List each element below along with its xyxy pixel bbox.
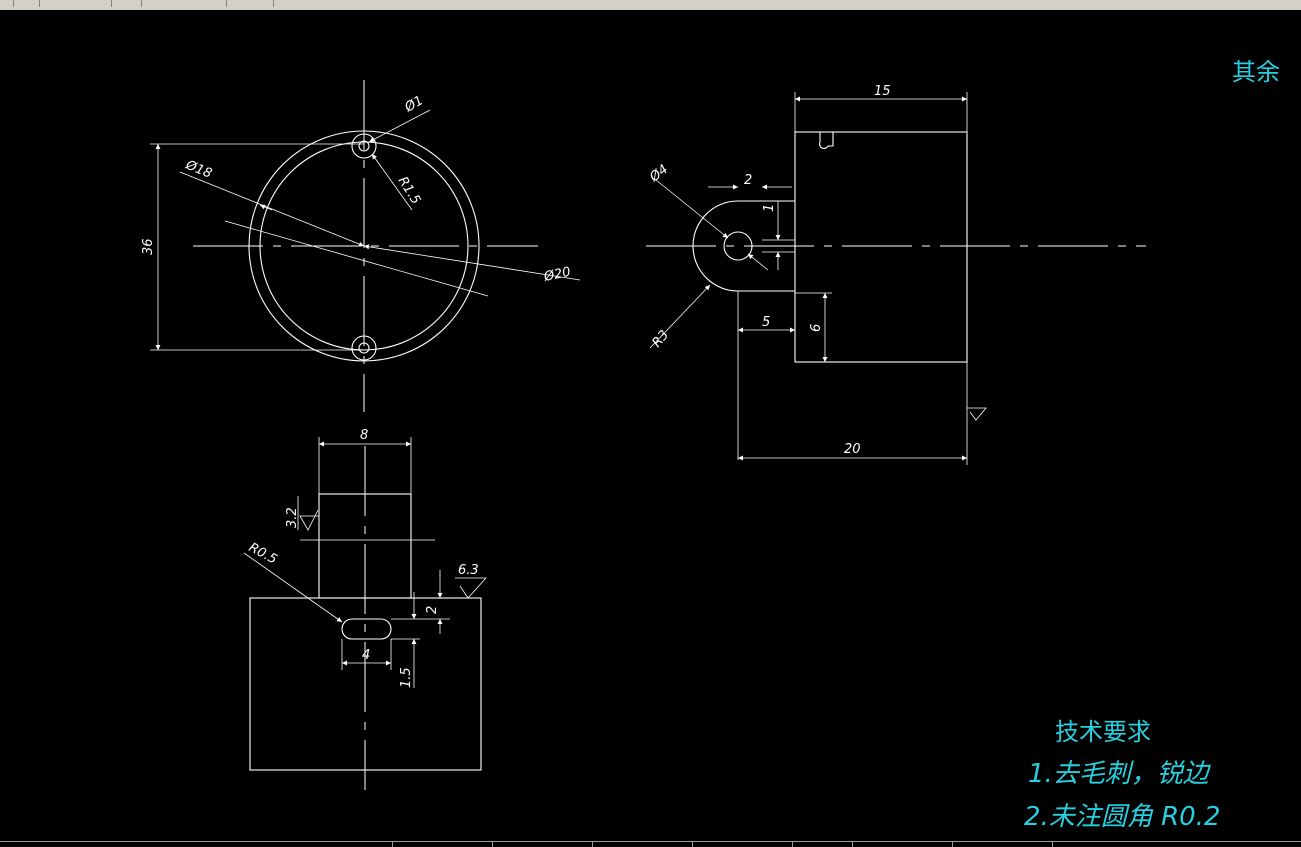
side-view: 15 2 1 Ø4 R3 5 6 20 xyxy=(646,84,1146,465)
roughness-symbol-3-2 xyxy=(299,509,319,531)
dim-text-dia4: Ø4 xyxy=(646,162,671,186)
drawing-canvas[interactable]: 36 Ø18 Ø20 Ø1 R1.5 15 2 xyxy=(0,10,1301,841)
dim-text-6: 6 xyxy=(809,324,824,332)
roughness-symbol-side xyxy=(967,407,987,421)
leader-dia18-arrow xyxy=(259,204,273,211)
statusbar xyxy=(0,841,1301,847)
statusbar-cell xyxy=(692,842,793,847)
roughness-symbol-6-3 xyxy=(455,577,487,599)
statusbar-cell xyxy=(492,842,593,847)
undo-icon[interactable] xyxy=(28,0,40,7)
statusbar-cell xyxy=(952,842,1053,847)
leader-r3 xyxy=(649,284,711,349)
dim-text-r1-5: R1.5 xyxy=(395,174,423,207)
statusbar-cell xyxy=(792,842,853,847)
dim-text-20: 20 xyxy=(844,442,861,457)
dim-text-r3: R3 xyxy=(650,328,673,351)
dim-text-5: 5 xyxy=(762,315,770,330)
leader-dia4 xyxy=(655,179,729,239)
dim-text-dia18: Ø18 xyxy=(183,157,214,181)
side-notch xyxy=(818,132,834,150)
dim-text-15: 15 xyxy=(874,84,891,99)
dim-text-3-2: 3.2 xyxy=(285,507,300,528)
dim-text-r0-5: R0.5 xyxy=(246,540,279,567)
bottom-slot xyxy=(341,618,392,640)
dim-text-1-5: 1.5 xyxy=(399,667,414,688)
leader-r1-5 xyxy=(371,153,413,211)
bottom-notch xyxy=(351,335,377,361)
dim-text-36: 36 xyxy=(141,238,156,255)
redo-icon[interactable] xyxy=(100,0,112,7)
bottom-base xyxy=(249,597,482,771)
top-hole xyxy=(358,140,370,152)
leader-dia20-b xyxy=(363,244,581,281)
cad-drawing: 36 Ø18 Ø20 Ø1 R1.5 15 2 xyxy=(141,58,1280,832)
leader-r0-5 xyxy=(243,552,343,623)
tech-req-title: 技术要求 xyxy=(1055,718,1151,746)
tech-req-item-2: 2.未注圆角 R0.2 xyxy=(1024,802,1221,832)
tech-req-item-1: 1.去毛刺，锐边 xyxy=(1028,759,1212,789)
dim-text-dia20: Ø20 xyxy=(542,265,572,285)
statusbar-cell xyxy=(1052,842,1153,847)
front-view: 36 Ø18 Ø20 Ø1 R1.5 xyxy=(141,80,581,412)
bottom-view: 8 3.2 R0.5 6.3 2 4 1.5 xyxy=(243,428,487,790)
leader-dia18 xyxy=(179,171,365,247)
statusbar-cell xyxy=(392,842,493,847)
properties-icon[interactable] xyxy=(262,0,274,7)
side-hole xyxy=(723,231,753,261)
dim-text-dia1: Ø1 xyxy=(402,93,426,116)
technical-requirements: 技术要求 1.去毛刺，锐边 2.未注圆角 R0.2 xyxy=(1024,718,1221,832)
surface-note: 其余 xyxy=(1232,58,1280,86)
leader-dia4-tail xyxy=(747,253,769,271)
leader-dia20-a xyxy=(224,220,489,297)
bottom-hole xyxy=(358,342,370,354)
dim-text-8: 8 xyxy=(360,428,368,443)
dim-text-1: 1 xyxy=(762,204,777,212)
dim-text-slot-2: 2 xyxy=(425,606,440,614)
statusbar-cell xyxy=(852,842,953,847)
dim-text-2: 2 xyxy=(744,173,752,188)
leader-dia1 xyxy=(368,109,431,143)
zoom-icon[interactable] xyxy=(130,0,142,7)
side-lug xyxy=(692,200,795,292)
dim-text-6-3: 6.3 xyxy=(458,563,479,578)
open-icon[interactable] xyxy=(2,0,14,7)
dim-text-4: 4 xyxy=(362,648,370,663)
side-body xyxy=(794,131,968,363)
outer-circle xyxy=(248,130,480,362)
layer-icon[interactable] xyxy=(215,0,227,7)
top-notch xyxy=(351,133,377,159)
statusbar-cell xyxy=(592,842,693,847)
